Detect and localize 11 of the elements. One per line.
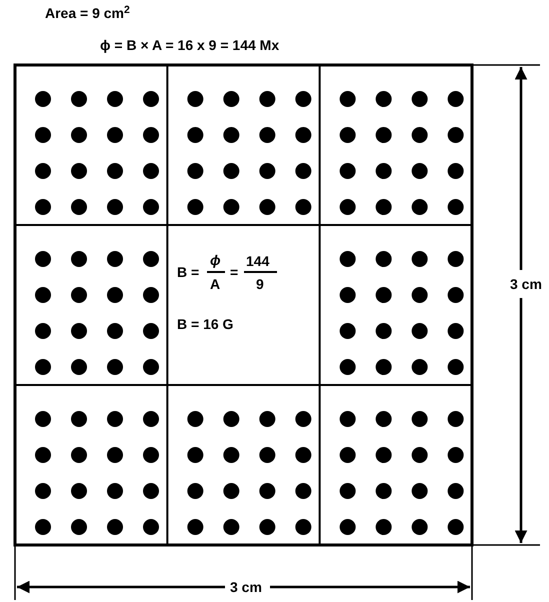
label-text: A: [210, 277, 220, 291]
label-text: 3 cm: [230, 580, 262, 594]
label-text: B =: [177, 265, 200, 279]
label-text: ϕ = B × A = 16 x 9 = 144 Mx: [100, 38, 280, 52]
label-text: B = 16 G: [177, 317, 234, 331]
label-text: =: [230, 265, 238, 279]
label-text: 144: [246, 254, 270, 268]
label-text: 9: [256, 277, 264, 291]
label-text: 3 cm: [510, 277, 542, 291]
label-text: ϕ: [210, 253, 221, 267]
label-text: Area = 9 cm$^{2}$: [45, 6, 130, 20]
